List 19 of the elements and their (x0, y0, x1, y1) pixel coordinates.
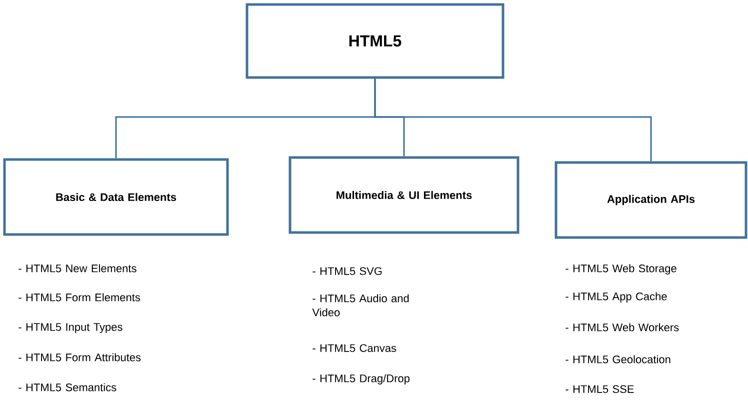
list-item: - HTML5 Form Elements (18, 293, 140, 302)
topic-box: Application APIs (554, 161, 748, 239)
topic-box: HTML5 (246, 3, 504, 79)
list-item: - HTML5 SSE (566, 385, 634, 393)
list-item: - HTML5 Web Workers (566, 323, 679, 332)
list-item: - HTML5 SVG (312, 267, 382, 275)
list-item: - HTML5 Geolocation (566, 355, 670, 364)
list-item: - HTML5 Canvas (312, 344, 396, 352)
topic-box: Multimedia & UI Elements (288, 156, 520, 234)
list-item: - HTML5 New Elements (18, 264, 136, 272)
list-item: - HTML5 Audio and Video (312, 294, 409, 316)
list-item: - HTML5 Web Storage (566, 264, 676, 274)
connector-line (374, 78, 652, 162)
list-item: - HTML5 Input Types (18, 323, 122, 334)
list-item: - HTML5 Semantics (18, 383, 116, 392)
list-item: - HTML5 App Cache (566, 292, 667, 302)
list-item: - HTML5 Form Attributes (18, 353, 141, 362)
topic-box: Basic & Data Elements (3, 158, 229, 236)
list-item: - HTML5 Drag/Drop (312, 374, 410, 384)
